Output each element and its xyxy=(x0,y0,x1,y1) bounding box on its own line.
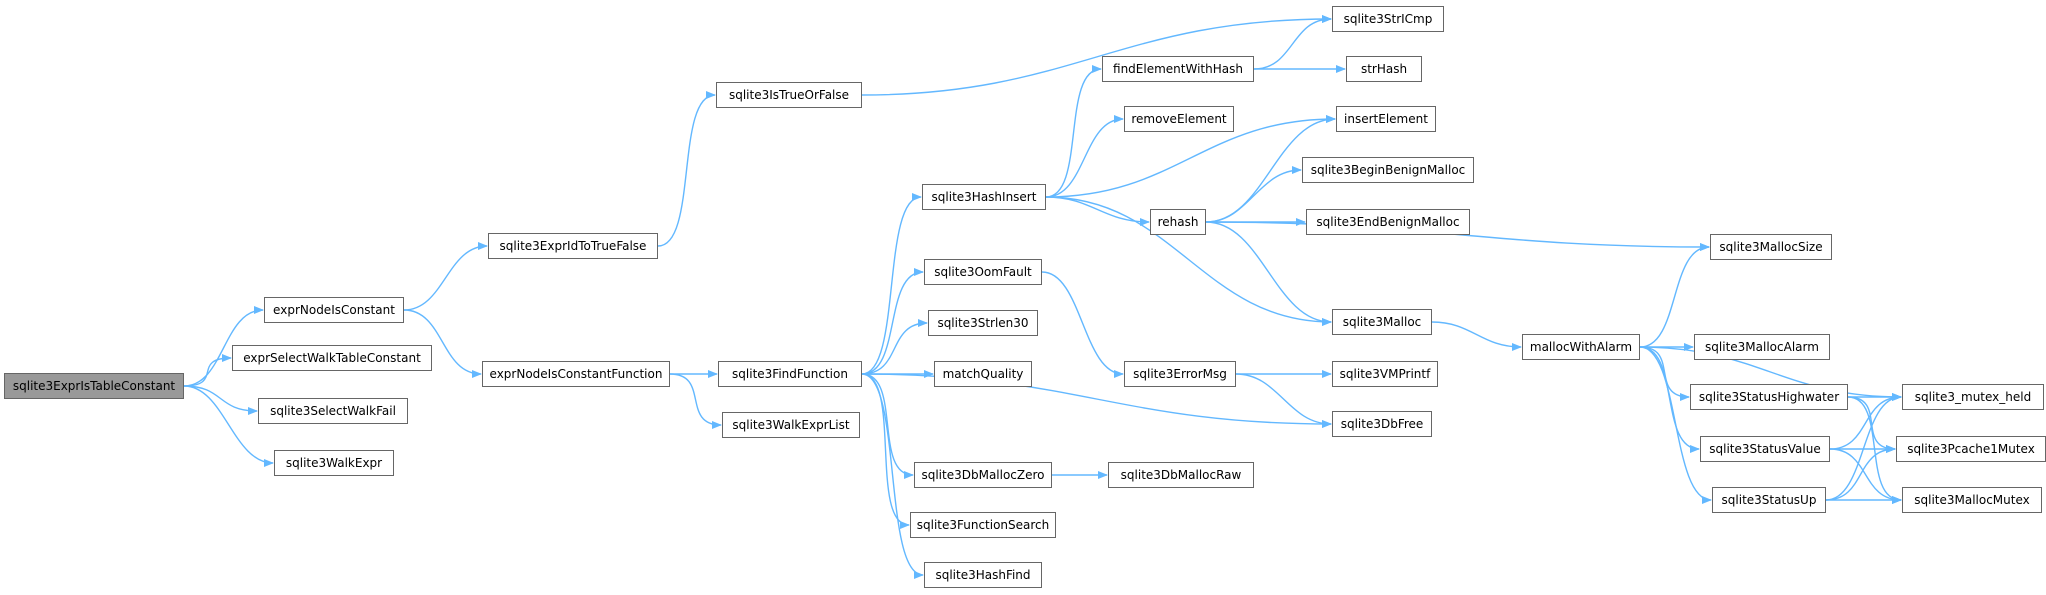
node-sqlite3DbMallocZero[interactable]: sqlite3DbMallocZero xyxy=(914,462,1052,488)
node-sqlite3ErrorMsg[interactable]: sqlite3ErrorMsg xyxy=(1124,361,1236,387)
edge-sqlite3HashInsert-to-rehash xyxy=(1045,196,1150,226)
edge-sqlite3FindFunction-to-sqlite3DbFree xyxy=(861,373,1332,428)
edge-exprNodeIsConstantFunction-to-sqlite3WalkExprList xyxy=(669,373,722,429)
node-strHash[interactable]: strHash xyxy=(1346,56,1422,82)
node-sqlite3MallocAlarm[interactable]: sqlite3MallocAlarm xyxy=(1694,334,1830,360)
node-exprSelectWalkTableConstant[interactable]: exprSelectWalkTableConstant xyxy=(232,345,432,371)
node-sqlite3MallocMutex[interactable]: sqlite3MallocMutex xyxy=(1902,487,2042,513)
node-sqlite3StrICmp[interactable]: sqlite3StrICmp xyxy=(1332,6,1444,32)
edge-findElementWithHash-to-sqlite3StrICmp xyxy=(1253,15,1332,70)
edge-sqlite3ExprIsTableConstant-to-sqlite3SelectWalkFail xyxy=(183,385,258,415)
node-sqlite3WalkExprList[interactable]: sqlite3WalkExprList xyxy=(722,412,860,438)
edge-sqlite3Malloc-to-mallocWithAlarm xyxy=(1431,321,1522,351)
node-removeElement[interactable]: removeElement xyxy=(1124,106,1234,132)
node-insertElement[interactable]: insertElement xyxy=(1336,106,1436,132)
edge-sqlite3FindFunction-to-sqlite3HashInsert xyxy=(861,193,922,375)
node-sqlite3StatusHighwater[interactable]: sqlite3StatusHighwater xyxy=(1690,384,1848,410)
node-sqlite3DbFree[interactable]: sqlite3DbFree xyxy=(1332,411,1432,437)
edge-exprNodeIsConstant-to-sqlite3ExprIdToTrueFalse xyxy=(403,242,488,311)
node-sqlite3ExprIsTableConstant[interactable]: sqlite3ExprIsTableConstant xyxy=(4,373,184,399)
node-sqlite3DbMallocRaw[interactable]: sqlite3DbMallocRaw xyxy=(1108,462,1254,488)
edge-sqlite3ExprIdToTrueFalse-to-sqlite3IsTrueOrFalse xyxy=(657,91,716,247)
node-sqlite3VMPrintf[interactable]: sqlite3VMPrintf xyxy=(1332,361,1438,387)
edge-sqlite3OomFault-to-sqlite3ErrorMsg xyxy=(1041,271,1124,378)
node-matchQuality[interactable]: matchQuality xyxy=(934,361,1032,387)
node-sqlite3OomFault[interactable]: sqlite3OomFault xyxy=(924,259,1042,285)
node-sqlite3Strlen30[interactable]: sqlite3Strlen30 xyxy=(928,310,1038,336)
edge-sqlite3StatusValue-to-sqlite3_mutex_held xyxy=(1829,393,1902,450)
node-rehash[interactable]: rehash xyxy=(1150,209,1206,235)
node-exprNodeIsConstantFunction[interactable]: exprNodeIsConstantFunction xyxy=(482,361,670,387)
node-sqlite3HashInsert[interactable]: sqlite3HashInsert xyxy=(922,184,1046,210)
edge-sqlite3FindFunction-to-sqlite3FunctionSearch xyxy=(861,373,910,529)
node-sqlite3WalkExpr[interactable]: sqlite3WalkExpr xyxy=(274,450,394,476)
edge-sqlite3IsTrueOrFalse-to-sqlite3StrICmp xyxy=(861,15,1332,96)
edge-sqlite3ExprIsTableConstant-to-sqlite3WalkExpr xyxy=(183,385,274,467)
edge-exprNodeIsConstant-to-exprNodeIsConstantFunction xyxy=(403,309,482,378)
node-sqlite3FunctionSearch[interactable]: sqlite3FunctionSearch xyxy=(910,512,1056,538)
node-sqlite3Pcache1Mutex[interactable]: sqlite3Pcache1Mutex xyxy=(1896,436,2046,462)
node-sqlite3_mutex_held[interactable]: sqlite3_mutex_held xyxy=(1902,384,2044,410)
edge-sqlite3StatusUp-to-sqlite3_mutex_held xyxy=(1825,393,1902,501)
node-sqlite3StatusUp[interactable]: sqlite3StatusUp xyxy=(1712,487,1826,513)
edge-sqlite3StatusValue-to-sqlite3MallocMutex xyxy=(1829,448,1902,504)
edge-sqlite3ExprIsTableConstant-to-exprNodeIsConstant xyxy=(183,306,264,387)
node-sqlite3EndBenignMalloc[interactable]: sqlite3EndBenignMalloc xyxy=(1306,209,1470,235)
edge-sqlite3HashInsert-to-findElementWithHash xyxy=(1045,65,1102,198)
edge-sqlite3StatusHighwater-to-sqlite3Pcache1Mutex xyxy=(1847,396,1896,453)
node-findElementWithHash[interactable]: findElementWithHash xyxy=(1102,56,1254,82)
node-sqlite3Malloc[interactable]: sqlite3Malloc xyxy=(1332,309,1432,335)
edge-mallocWithAlarm-to-sqlite3_mutex_held xyxy=(1639,346,1902,401)
node-sqlite3MallocSize[interactable]: sqlite3MallocSize xyxy=(1710,234,1832,260)
edge-mallocWithAlarm-to-sqlite3StatusUp xyxy=(1639,346,1712,504)
edge-sqlite3HashInsert-to-sqlite3Malloc xyxy=(1045,196,1332,326)
edge-mallocWithAlarm-to-sqlite3StatusHighwater xyxy=(1639,346,1690,401)
edge-rehash-to-sqlite3Malloc xyxy=(1205,221,1332,326)
node-sqlite3FindFunction[interactable]: sqlite3FindFunction xyxy=(718,361,862,387)
node-sqlite3IsTrueOrFalse[interactable]: sqlite3IsTrueOrFalse xyxy=(716,82,862,108)
node-sqlite3ExprIdToTrueFalse[interactable]: sqlite3ExprIdToTrueFalse xyxy=(488,233,658,259)
node-exprNodeIsConstant[interactable]: exprNodeIsConstant xyxy=(264,297,404,323)
node-mallocWithAlarm[interactable]: mallocWithAlarm xyxy=(1522,334,1640,360)
edge-sqlite3StatusUp-to-sqlite3Pcache1Mutex xyxy=(1825,445,1896,501)
edge-sqlite3HashInsert-to-removeElement xyxy=(1045,115,1124,198)
node-sqlite3StatusValue[interactable]: sqlite3StatusValue xyxy=(1700,436,1830,462)
edge-rehash-to-sqlite3BeginBenignMalloc xyxy=(1205,166,1302,223)
edge-mallocWithAlarm-to-sqlite3MallocSize xyxy=(1639,243,1710,348)
node-sqlite3BeginBenignMalloc[interactable]: sqlite3BeginBenignMalloc xyxy=(1302,157,1474,183)
edge-sqlite3FindFunction-to-sqlite3HashFind xyxy=(861,373,924,579)
edge-sqlite3FindFunction-to-sqlite3DbMallocZero xyxy=(861,373,914,479)
edge-sqlite3ErrorMsg-to-sqlite3DbFree xyxy=(1235,373,1332,428)
edge-sqlite3ExprIsTableConstant-to-exprSelectWalkTableConstant xyxy=(183,354,232,387)
edge-sqlite3HashInsert-to-insertElement xyxy=(1045,115,1336,198)
edge-sqlite3FindFunction-to-sqlite3Strlen30 xyxy=(861,319,928,375)
node-sqlite3SelectWalkFail[interactable]: sqlite3SelectWalkFail xyxy=(258,398,408,424)
node-sqlite3HashFind[interactable]: sqlite3HashFind xyxy=(924,562,1042,588)
edge-sqlite3FindFunction-to-sqlite3OomFault xyxy=(861,268,924,375)
